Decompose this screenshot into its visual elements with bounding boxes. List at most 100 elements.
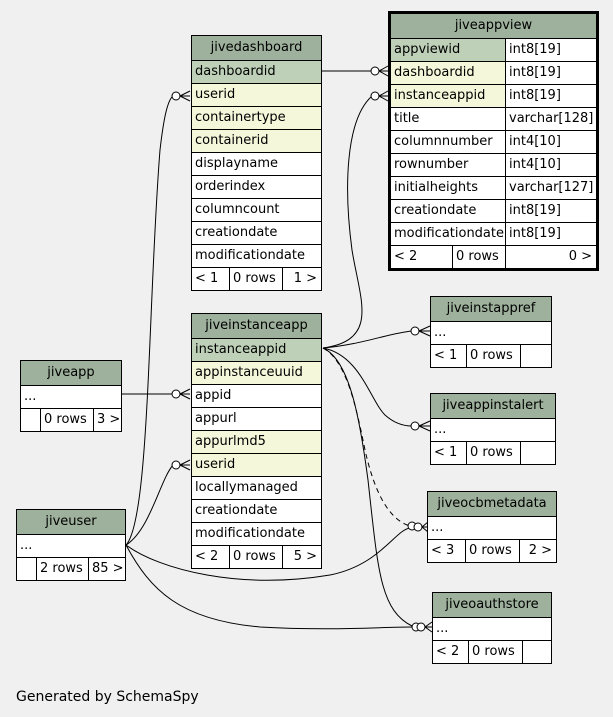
edge-instanceapp-appview [322, 95, 373, 349]
table-header[interactable]: jiveappview [391, 14, 596, 39]
table-row: ... [431, 419, 555, 442]
column-name: creationdate [195, 503, 278, 518]
table-header[interactable]: jiveinstanceapp [192, 314, 321, 339]
edge-instanceapp-instappref [322, 330, 413, 349]
crowfoot-marker [171, 91, 181, 101]
table-header[interactable]: jivedashboard [192, 36, 321, 61]
table-row: ... [17, 535, 125, 558]
edge-instanceapp-oauthstore [322, 347, 413, 627]
table-row: userid [192, 84, 321, 107]
table-footer: < 1 0 rows 1 > [192, 268, 321, 290]
parents-count[interactable]: < 3 [428, 540, 466, 562]
parents-count[interactable]: < 2 [391, 246, 453, 268]
table-row: userid [192, 454, 321, 477]
crowfoot-marker [411, 622, 421, 632]
column-name: appid [195, 388, 232, 403]
parents-count[interactable]: < 1 [431, 345, 467, 367]
column-type: int8[19] [509, 65, 561, 80]
column-type: int8[19] [509, 88, 561, 103]
table-row: orderindex [192, 176, 321, 199]
parents-count[interactable]: < 1 [192, 268, 230, 290]
column-type: int4[10] [509, 157, 561, 172]
edge-instanceapp-ocbmetadata [322, 347, 411, 527]
column-name: appurl [195, 411, 237, 426]
crowfoot-marker [370, 91, 380, 101]
generated-by-footer: Generated by SchemaSpy [16, 689, 199, 705]
column-name: appinstanceuuid [192, 362, 321, 384]
column-name: creationdate [195, 225, 278, 240]
table-footer: < 2 0 rows 0 > [391, 246, 596, 268]
row-count: 0 rows [467, 442, 521, 464]
table-jiveinstanceapp[interactable]: jiveinstanceapp instanceappid appinstanc… [191, 313, 322, 569]
table-row: containertype [192, 107, 321, 130]
column-name: userid [192, 84, 321, 106]
table-footer: < 2 0 rows 5 > [192, 546, 321, 568]
table-jiveapp[interactable]: jiveapp ... 0 rows 3 > [20, 360, 122, 432]
parents-count[interactable]: < 1 [431, 442, 467, 464]
table-row: modificationdate [192, 245, 321, 268]
children-count[interactable]: 1 > [293, 271, 317, 286]
column-name: columncount [195, 202, 280, 217]
column-name: modificationdate [195, 248, 305, 263]
column-ellipsis: ... [20, 538, 33, 553]
crowfoot-marker [370, 66, 380, 76]
column-name: dashboardid [192, 61, 321, 83]
children-count[interactable]: 0 > [568, 249, 592, 264]
children-count[interactable]: 85 > [92, 561, 124, 576]
children-count [521, 345, 551, 367]
parents-count[interactable]: < 2 [433, 641, 469, 663]
children-count[interactable]: 3 > [97, 412, 121, 427]
children-count[interactable]: 2 > [528, 543, 552, 558]
table-row: creationdate [192, 500, 321, 523]
table-jiveappinstalert[interactable]: jiveappinstalert ... < 1 0 rows [430, 393, 556, 465]
table-header[interactable]: jiveoauthstore [433, 593, 551, 618]
column-name: rownumber [391, 154, 506, 176]
column-type: varchar[127] [509, 180, 594, 195]
table-row: appurl [192, 408, 321, 431]
column-name: userid [192, 454, 321, 476]
edge-instanceapp-appinstalert [322, 347, 413, 427]
crowfoot-marker [413, 522, 423, 532]
column-ellipsis: ... [436, 621, 449, 636]
table-footer: < 1 0 rows [431, 442, 555, 464]
table-row: dashboardid [192, 61, 321, 84]
column-ellipsis: ... [434, 325, 447, 340]
table-footer: 0 rows 3 > [21, 409, 121, 431]
table-footer: < 1 0 rows [431, 345, 551, 367]
table-header[interactable]: jiveappinstalert [431, 394, 555, 419]
row-count: 0 rows [469, 641, 523, 663]
crowfoot-marker [171, 389, 181, 399]
children-count[interactable]: 5 > [293, 549, 317, 564]
table-jiveinstappref[interactable]: jiveinstappref ... < 1 0 rows [430, 296, 552, 368]
column-name: orderindex [195, 179, 266, 194]
column-type: int4[10] [509, 134, 561, 149]
row-count: 0 rows [230, 268, 283, 290]
table-footer: 2 rows 85 > [17, 558, 125, 580]
column-name: initialheights [391, 177, 506, 199]
table-jiveuser[interactable]: jiveuser ... 2 rows 85 > [16, 509, 126, 581]
table-header[interactable]: jiveapp [21, 361, 121, 386]
parents-count[interactable]: < 2 [192, 546, 230, 568]
column-name: displayname [195, 156, 279, 171]
table-header[interactable]: jiveuser [17, 510, 125, 535]
table-jiveoauthstore[interactable]: jiveoauthstore ... < 2 0 rows [432, 592, 552, 664]
column-ellipsis: ... [434, 422, 447, 437]
column-name: containertype [192, 107, 321, 129]
parents-count [21, 409, 41, 431]
column-type: varchar[128] [509, 111, 594, 126]
table-jiveocbmetadata[interactable]: jiveocbmetadata ... < 3 0 rows 2 > [427, 491, 557, 563]
table-row: displayname [192, 153, 321, 176]
table-row: ... [21, 386, 121, 409]
column-name: dashboardid [391, 62, 506, 84]
table-header[interactable]: jiveinstappref [431, 297, 551, 322]
table-footer: < 3 0 rows 2 > [428, 540, 556, 562]
table-header[interactable]: jiveocbmetadata [428, 492, 556, 517]
table-row: ... [428, 517, 556, 540]
table-jivedashboard[interactable]: jivedashboard dashboardid userid contain… [191, 35, 322, 291]
